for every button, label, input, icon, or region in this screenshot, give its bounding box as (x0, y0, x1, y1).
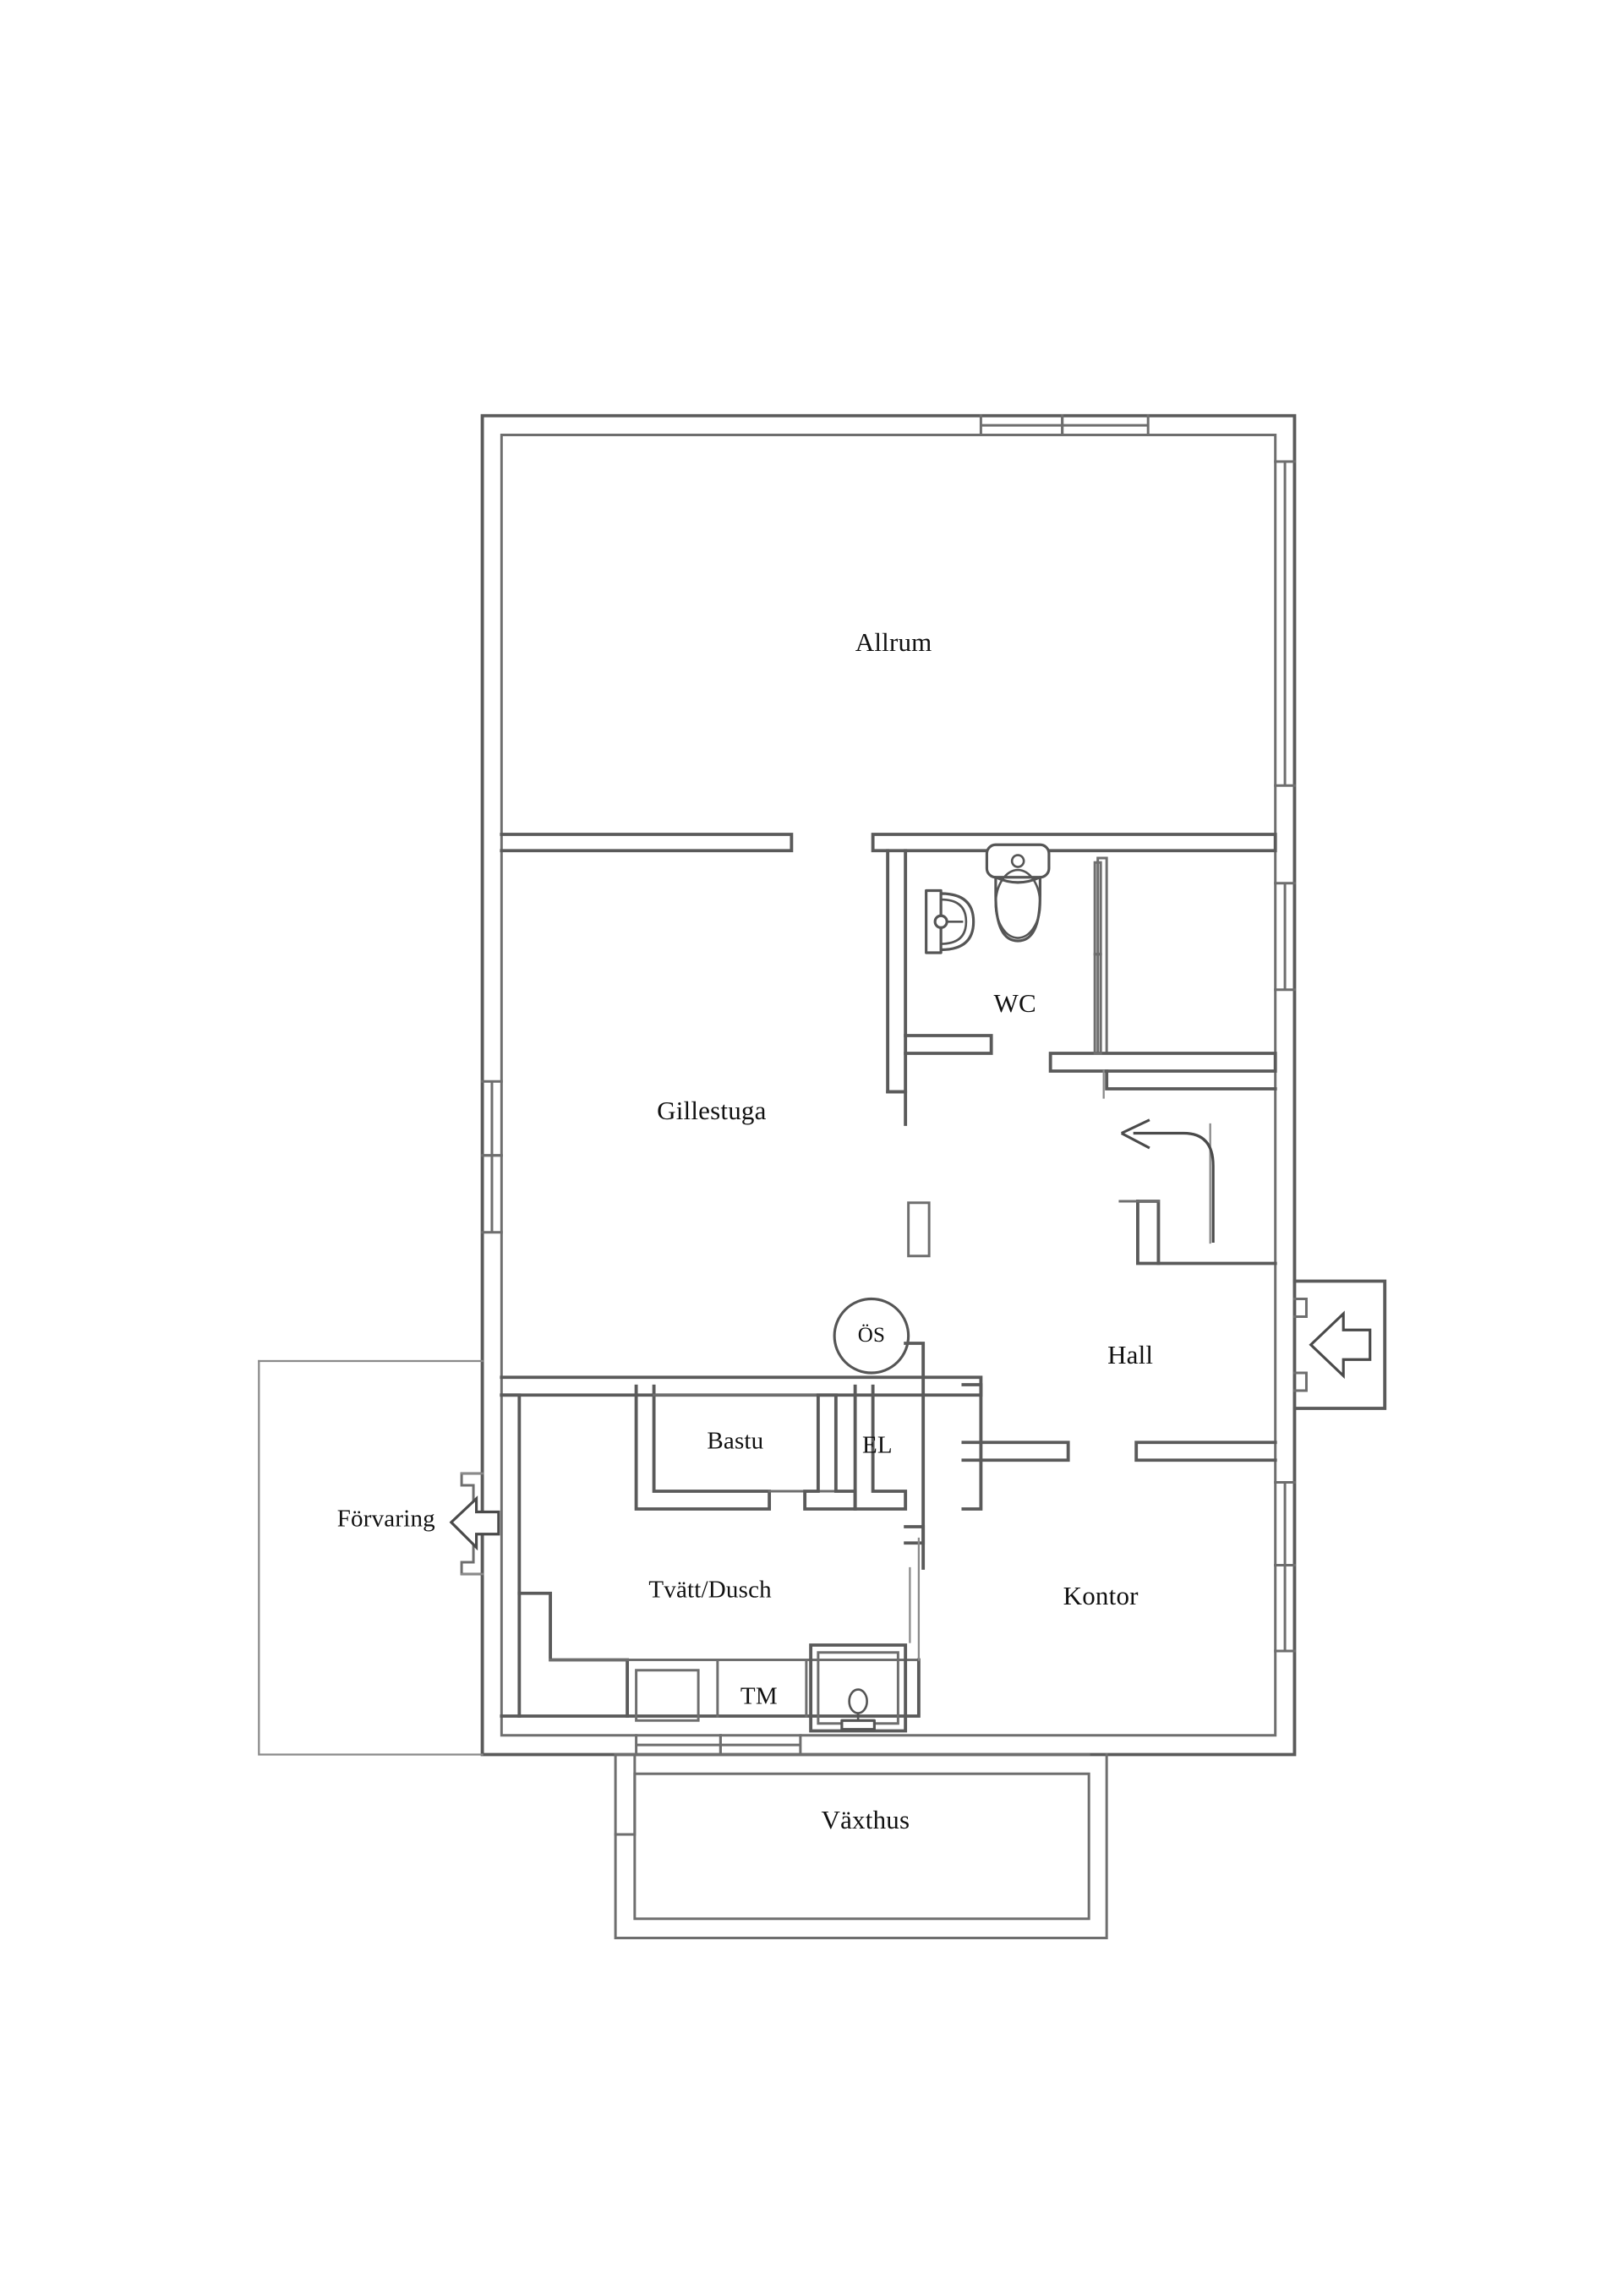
window-kontor-east-1 (1274, 1481, 1296, 1566)
window-gillestuga-west-2 (481, 1154, 503, 1234)
floor-drain-icon (840, 1688, 876, 1731)
el-room-walls (853, 1342, 926, 1570)
room-label-kontor: Kontor (1063, 1581, 1139, 1611)
wall-gillestuga-east (886, 849, 993, 1126)
small-fixture-room (809, 1643, 908, 1733)
wall-hall-kontor (961, 1383, 1277, 1511)
room-label-tvatt-dusch: Tvätt/Dusch (648, 1576, 772, 1604)
window-gillestuga-west-1 (481, 1080, 503, 1157)
room-label-hall: Hall (1107, 1340, 1154, 1369)
window-allrum-north-1 (979, 414, 1064, 436)
room-label-vaxthus: Växthus (821, 1804, 910, 1834)
window-tvatt-south (635, 1734, 802, 1756)
room-label-tm: TM (740, 1682, 778, 1710)
shower-screen-icon (1093, 861, 1105, 1099)
room-label-forvaring: Förvaring (336, 1505, 435, 1533)
tvatt-dusch-walls (500, 1393, 921, 1718)
tm-divider (716, 1659, 808, 1718)
wall-allrum-gillestuga (500, 833, 794, 853)
room-label-allrum: Allrum (855, 626, 932, 657)
os-marker-icon (833, 1297, 910, 1375)
os-marker-label: ÖS (857, 1324, 886, 1348)
wall-hall-north (1105, 1069, 1277, 1091)
window-kontor-east-2 (1274, 1564, 1296, 1653)
window-wc-east (1274, 882, 1296, 992)
laundry-appliance-icon (635, 1669, 700, 1722)
window-allrum-north-2 (1061, 414, 1150, 436)
room-label-bastu: Bastu (707, 1427, 764, 1454)
window-allrum-east (1274, 460, 1296, 787)
main-entrance-porch (1292, 1279, 1387, 1410)
wc-room-walls (1048, 856, 1277, 1073)
wall-allrum-south (871, 833, 1277, 853)
stair-block (1118, 1123, 1277, 1266)
room-label-gillestuga: Gillestuga (657, 1096, 767, 1126)
sink-icon (925, 888, 975, 954)
wall-pillar-stub (907, 1201, 931, 1258)
forvaring-outline (258, 1359, 484, 1756)
door-swing-icon (1120, 1118, 1215, 1243)
entrance-arrow-icon (1309, 1310, 1372, 1380)
forvaring-arrow-icon (449, 1495, 500, 1551)
wall-gillestuga-south (500, 1375, 983, 1397)
toilet-icon (985, 843, 1051, 943)
vaxthus-walls (614, 1753, 1108, 1939)
room-label-el: EL (861, 1431, 893, 1459)
room-label-wc: WC (993, 987, 1036, 1018)
outer-walls (480, 413, 1297, 1757)
